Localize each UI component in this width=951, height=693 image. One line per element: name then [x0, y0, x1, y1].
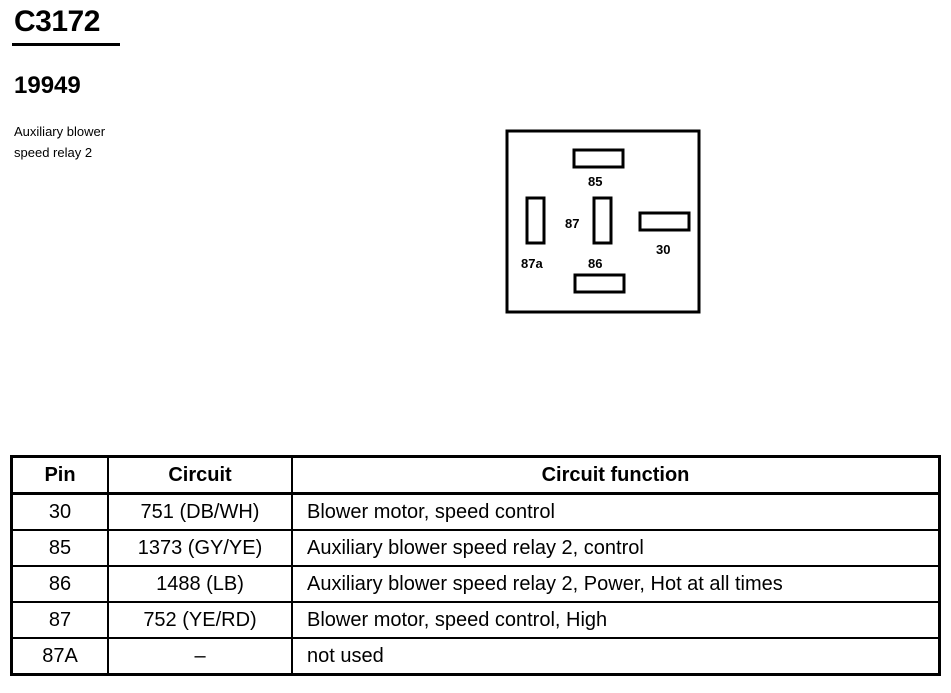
cell-pin: 86 [10, 565, 109, 603]
cell-function: Auxiliary blower speed relay 2, Power, H… [291, 565, 941, 603]
connector-id: C3172 [14, 5, 100, 38]
table-row: 85 1373 (GY/YE) Auxiliary blower speed r… [10, 529, 941, 567]
title-underline [12, 43, 120, 46]
cell-function: Auxiliary blower speed relay 2, control [291, 529, 941, 567]
pin-label-85: 85 [588, 174, 602, 189]
cell-pin: 87A [10, 637, 109, 676]
connector-housing [505, 129, 701, 314]
terminal-87a-slot [525, 196, 546, 245]
cell-circuit: 751 (DB/WH) [107, 492, 293, 531]
connector-face-diagram: 85 87 30 87a 86 [505, 129, 701, 314]
connector-description: Auxiliary blower speed relay 2 [14, 121, 214, 163]
pin-label-87: 87 [565, 216, 579, 231]
pin-label-86: 86 [588, 256, 602, 271]
description-line-1: Auxiliary blower [14, 124, 106, 139]
cell-pin: 85 [10, 529, 109, 567]
cell-circuit: 752 (YE/RD) [107, 601, 293, 639]
pin-label-30: 30 [656, 242, 670, 257]
cell-circuit: – [107, 637, 293, 676]
terminal-86-slot [573, 273, 626, 294]
cell-function: Blower motor, speed control, High [291, 601, 941, 639]
description-line-2: speed relay 2 [14, 145, 93, 160]
terminal-30-slot [638, 211, 691, 232]
terminal-85-slot [572, 148, 625, 169]
cell-circuit: 1488 (LB) [107, 565, 293, 603]
table-row: 87A – not used [10, 637, 941, 676]
header-pin: Pin [10, 455, 109, 495]
table-row: 30 751 (DB/WH) Blower motor, speed contr… [10, 492, 941, 531]
part-number: 19949 [14, 72, 81, 99]
cell-pin: 30 [10, 492, 109, 531]
table-header-row: Pin Circuit Circuit function [10, 455, 941, 495]
pin-label-87a: 87a [521, 256, 543, 271]
cell-function: Blower motor, speed control [291, 492, 941, 531]
header-circuit-function: Circuit function [291, 455, 941, 495]
terminal-87-slot [592, 196, 613, 245]
pinout-table: Pin Circuit Circuit function 30 751 (DB/… [10, 455, 941, 676]
cell-pin: 87 [10, 601, 109, 639]
header-circuit: Circuit [107, 455, 293, 495]
table-row: 87 752 (YE/RD) Blower motor, speed contr… [10, 601, 941, 639]
cell-circuit: 1373 (GY/YE) [107, 529, 293, 567]
cell-function: not used [291, 637, 941, 676]
table-row: 86 1488 (LB) Auxiliary blower speed rela… [10, 565, 941, 603]
